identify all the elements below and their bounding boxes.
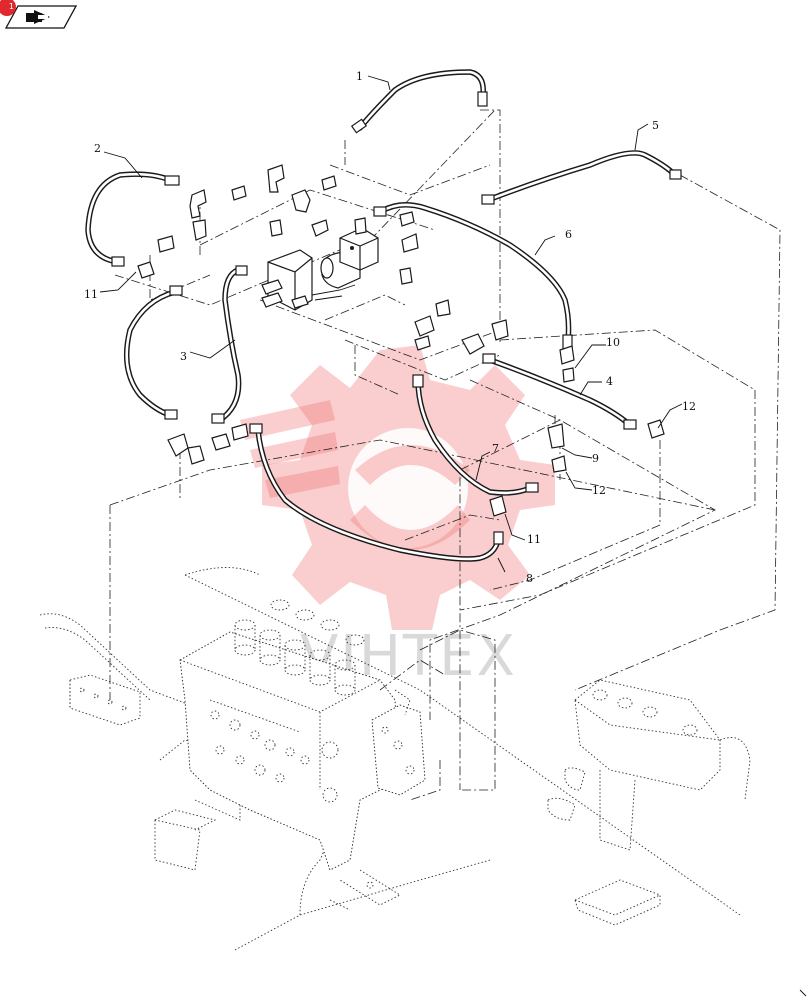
hose-3 (123, 265, 248, 424)
callout-10: 10 (606, 336, 620, 349)
callout-7: 7 (492, 442, 499, 455)
hose-7 (412, 374, 539, 496)
hose-8 (249, 423, 504, 562)
callout-12-upper: 12 (682, 400, 696, 413)
hose-2 (85, 171, 180, 267)
control-valve-assembly (39, 567, 741, 951)
hose-6 (373, 202, 573, 350)
callout-1: 1 (356, 70, 363, 83)
callout-11-left: 11 (84, 288, 98, 301)
callout-2: 2 (94, 142, 101, 155)
callout-8: 8 (526, 572, 533, 585)
corner-badge: 1 (0, 0, 16, 16)
pedal-bracket-assembly (547, 679, 751, 926)
callout-labels: 1 2 3 4 5 6 7 8 9 10 11 11 12 12 (84, 70, 696, 585)
fittings (137, 164, 665, 517)
callout-4: 4 (606, 375, 613, 388)
watermark-gear-logo (240, 345, 555, 630)
solenoid-valve-block (261, 227, 379, 311)
callout-6: 6 (565, 228, 572, 241)
hose-1 (350, 69, 488, 134)
nav-button[interactable]: 1 (0, 0, 78, 30)
callout-leaders (99, 75, 683, 573)
callout-12-lower: 12 (592, 484, 606, 497)
callout-3: 3 (180, 350, 187, 363)
callout-11-right: 11 (527, 533, 541, 546)
page-forward-icon (4, 5, 78, 29)
callout-5: 5 (652, 119, 659, 132)
hose-4 (482, 353, 637, 430)
corner-mark (799, 989, 807, 997)
callout-9: 9 (592, 452, 599, 465)
hose-5 (481, 150, 682, 205)
